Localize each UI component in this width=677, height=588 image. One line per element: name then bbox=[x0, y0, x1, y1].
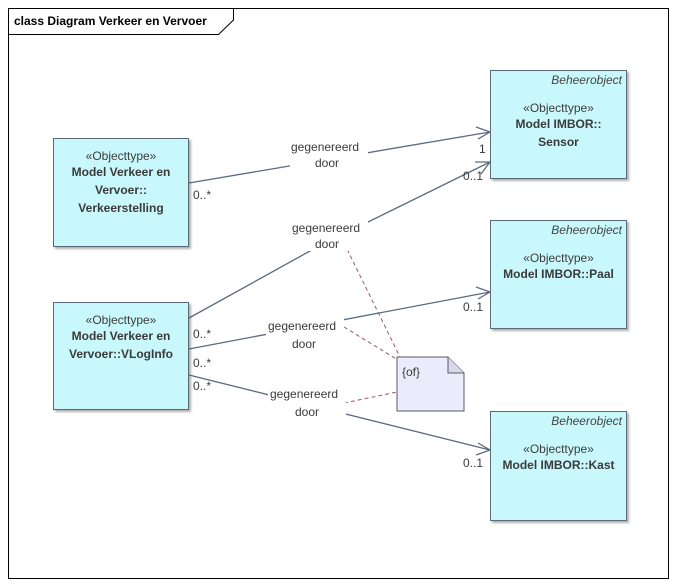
assoc-label-1-line2: door bbox=[315, 156, 339, 170]
stereotype-label: «Objecttype» bbox=[523, 251, 594, 265]
assoc-source-mult-3: 0..* bbox=[193, 327, 211, 341]
stereotype-label: «Objecttype» bbox=[523, 442, 594, 456]
assoc-label-3-line1: gegenereerd bbox=[268, 319, 336, 333]
class-vloginfo[interactable]: «Objecttype» Model Verkeer en Vervoer::V… bbox=[53, 302, 189, 410]
class-name-line: Vervoer:: bbox=[94, 183, 148, 197]
assoc-label-1-line1: gegenereerd bbox=[291, 140, 359, 154]
label-bg-4 bbox=[268, 386, 346, 418]
label-bg-2 bbox=[290, 219, 368, 251]
stereotype-label: «Objecttype» bbox=[523, 101, 594, 115]
class-paal[interactable]: Beheerobject «Objecttype» Model IMBOR::P… bbox=[490, 220, 627, 329]
assoc-label-4-line2: door bbox=[295, 405, 319, 419]
class-name-line: Model Verkeer en bbox=[71, 329, 171, 343]
assoc-target-mult-3: 0..1 bbox=[463, 300, 483, 314]
assoc-label-4-line1: gegenereerd bbox=[270, 387, 338, 401]
class-kast[interactable]: Beheerobject «Objecttype» Model IMBOR::K… bbox=[490, 411, 627, 521]
arrowhead-kast bbox=[475, 442, 492, 456]
assoc-target-mult-2: 0..1 bbox=[463, 169, 483, 183]
class-name-line: Model IMBOR:: bbox=[515, 117, 602, 131]
class-name-line: Sensor bbox=[538, 135, 579, 149]
note-link-paal bbox=[343, 326, 399, 361]
assoc-source-mult-4: 0..* bbox=[193, 379, 211, 393]
stereotype-label: «Objecttype» bbox=[85, 313, 157, 327]
class-name-line: Model Verkeer en bbox=[71, 165, 171, 179]
diagram-frame bbox=[8, 8, 669, 579]
class-tag: Beheerobject bbox=[551, 223, 622, 237]
note-folded-corner bbox=[447, 357, 464, 374]
class-name-line: Model IMBOR::Paal bbox=[503, 267, 614, 281]
class-name-line: Model IMBOR::Kast bbox=[502, 458, 615, 472]
note-text: {of} bbox=[402, 365, 420, 379]
frame-title: class Diagram Verkeer en Vervoer bbox=[14, 14, 207, 28]
extra-source-mult: 0..* bbox=[193, 356, 211, 370]
label-bg-1 bbox=[290, 139, 368, 171]
stereotype-label: «Objecttype» bbox=[85, 149, 157, 163]
class-sensor[interactable]: Beheerobject «Objecttype» Model IMBOR:: … bbox=[490, 70, 627, 179]
class-name-line: Verkeerstelling bbox=[78, 201, 164, 215]
assoc-source-mult-1: 0..* bbox=[193, 188, 211, 202]
class-name-line: Vervoer::VLogInfo bbox=[68, 347, 173, 361]
constraint-note bbox=[396, 356, 465, 412]
class-tag: Beheerobject bbox=[551, 73, 622, 87]
assoc-target-mult-1: 1 bbox=[479, 142, 486, 156]
assoc-label-2-line2: door bbox=[315, 237, 339, 251]
assoc-label-3-line2: door bbox=[292, 337, 316, 351]
class-tag: Beheerobject bbox=[551, 414, 622, 428]
assoc-target-mult-4: 0..1 bbox=[463, 456, 483, 470]
assoc-label-2-line1: gegenereerd bbox=[292, 221, 360, 235]
class-verkeerstelling[interactable]: «Objecttype» Model Verkeer en Vervoer:: … bbox=[53, 138, 189, 247]
label-bg-3 bbox=[266, 318, 344, 350]
note-link-kast bbox=[343, 391, 398, 404]
frame-title-tab bbox=[8, 8, 234, 35]
note-link-sensor bbox=[343, 242, 401, 358]
